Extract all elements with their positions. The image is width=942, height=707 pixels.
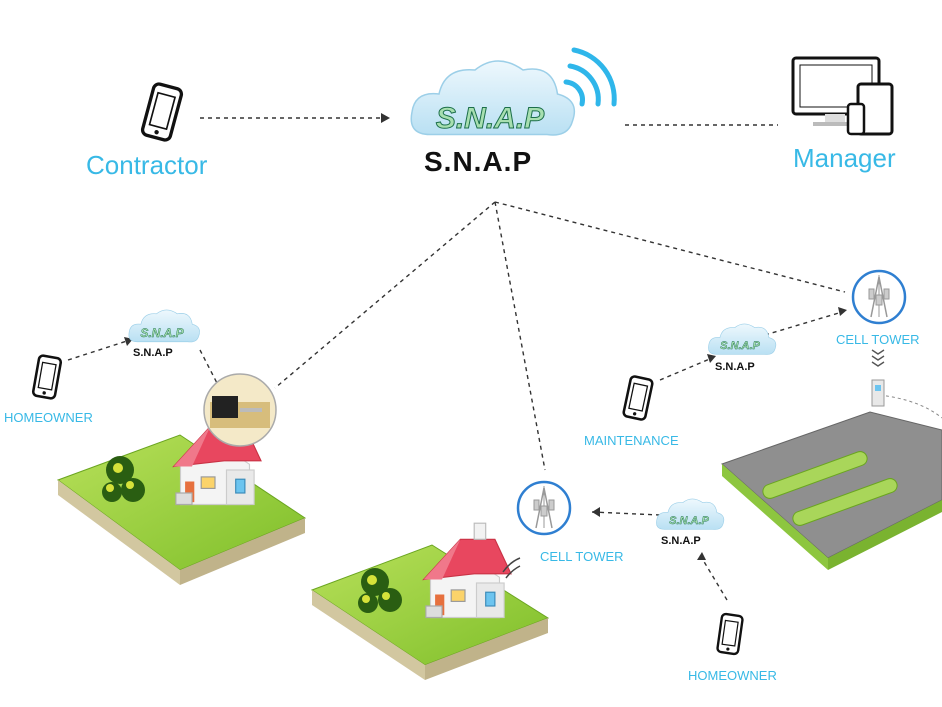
- maintenance-phone-icon: [621, 374, 655, 422]
- maintenance-cloud-text: S.N.A.P: [720, 340, 760, 352]
- contractor-phone-icon: [139, 81, 185, 143]
- bottom-homeowner-phone-icon: [715, 612, 745, 656]
- signal-chevrons-icon: [871, 349, 885, 367]
- left-phone-to-cloud-line: [67, 339, 131, 361]
- maintenance-to-cloud-line: [659, 357, 713, 381]
- signal-wave-icon: [502, 557, 521, 579]
- maintenance-snap-label: S.N.A.P: [715, 361, 755, 373]
- snap-to-right-tower-line: [494, 201, 846, 293]
- arrowhead-icon: [838, 307, 847, 316]
- main-snap-label: S.N.A.P: [424, 146, 533, 177]
- arrowhead-icon: [697, 552, 706, 560]
- bottom-homeowner-label: HOMEOWNER: [688, 668, 777, 683]
- left-snap-label: S.N.A.P: [133, 347, 173, 359]
- cell-tower-right-label: CELL TOWER: [836, 332, 920, 347]
- maintenance-label: MAINTENANCE: [584, 433, 679, 448]
- manager-label: Manager: [793, 143, 896, 173]
- bottom-snap-label: S.N.A.P: [661, 535, 701, 547]
- manager-devices-icon: [791, 56, 894, 136]
- cell-tower-center-label: CELL TOWER: [540, 549, 624, 564]
- snap-to-center-tower-line: [494, 201, 546, 471]
- arrowhead-icon: [381, 113, 390, 123]
- connectors: [67, 117, 846, 601]
- bottom-cloud-to-tower-line: [591, 511, 661, 516]
- center-house-icon: [423, 522, 512, 619]
- arrowhead-icon: [707, 354, 716, 363]
- left-homeowner-label: HOMEOWNER: [4, 410, 93, 425]
- left-homeowner-phone-icon: [31, 353, 63, 401]
- bottom-cloud-text: S.N.A.P: [669, 515, 709, 527]
- wifi-signal-icon: [563, 47, 617, 107]
- parking-lot-icon: [721, 379, 942, 570]
- bottom-phone-to-cloud-line: [699, 554, 728, 601]
- center-cell-tower-icon: [516, 480, 572, 536]
- maintenance-cloud-to-tower-line: [764, 311, 843, 336]
- main-cloud-text: S.N.A.P: [436, 102, 545, 135]
- arrowhead-icon: [592, 507, 600, 517]
- left-cloud-to-house-line: [199, 349, 219, 386]
- contractor-label: Contractor: [86, 150, 208, 180]
- left-cloud-text: S.N.A.P: [140, 326, 184, 340]
- right-cell-tower-icon: [851, 269, 907, 325]
- snap-to-left-house-line: [274, 201, 496, 389]
- smart-thermostat-zoom-icon: [203, 373, 277, 447]
